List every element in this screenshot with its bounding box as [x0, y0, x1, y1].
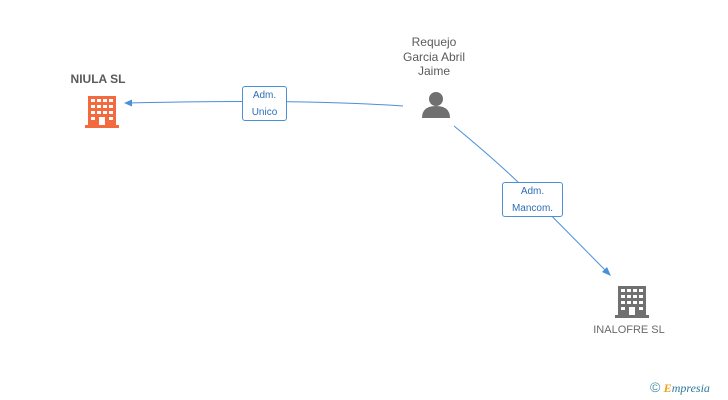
edge-role-line: Unico — [251, 107, 278, 118]
person-name-line: Jaime — [417, 64, 450, 78]
edge-role-line: Adm. — [520, 186, 545, 197]
person-name-line: Requejo — [411, 35, 457, 49]
person-name-line: Garcia Abril — [402, 49, 466, 64]
copyright-icon: © — [650, 379, 661, 395]
brand-initial: E — [663, 381, 672, 395]
brand-footer[interactable]: © Empresia — [650, 379, 710, 396]
company-name-label[interactable]: INALOFRE SL — [593, 324, 665, 336]
person-name-label[interactable]: Requejo Garcia Abril Jaime — [388, 35, 480, 79]
arrowhead-icon — [602, 267, 611, 276]
person-icon[interactable] — [422, 92, 450, 118]
building-icon[interactable] — [85, 96, 119, 128]
brand-logo: Empresia — [664, 381, 710, 395]
company-name-label[interactable]: NIULA SL — [70, 72, 126, 86]
edge-role-line: Adm. — [252, 90, 277, 101]
building-icon[interactable] — [615, 286, 649, 318]
edge-role-label: Adm. Unico — [242, 86, 287, 121]
edge-role-line: Mancom. — [511, 203, 554, 214]
arrowhead-icon — [124, 99, 132, 107]
edge-role-label: Adm. Mancom. — [502, 182, 563, 217]
brand-rest: mpresia — [671, 381, 710, 395]
